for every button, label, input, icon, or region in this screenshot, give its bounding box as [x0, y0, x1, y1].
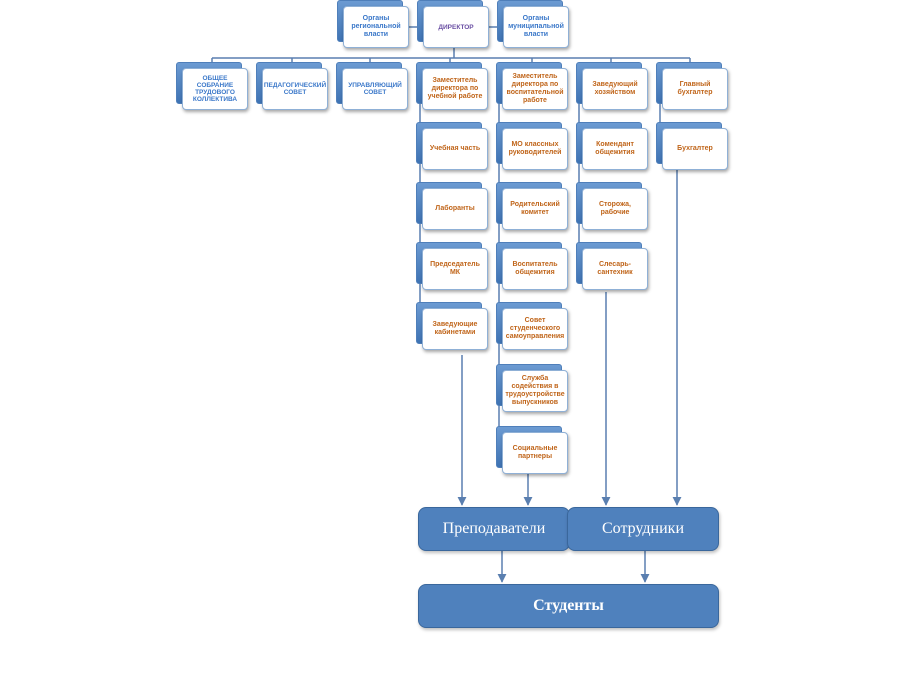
node-label: Главный бухгалтер: [662, 68, 728, 110]
node-label: Бухгалтер: [662, 128, 728, 170]
node-label: ОБЩЕЕ СОБРАНИЕ ТРУДОВОГО КОЛЛЕКТИВА: [182, 68, 248, 110]
node-label: Заместитель директора по учебной работе: [422, 68, 488, 110]
node-label: Председатель МК: [422, 248, 488, 290]
node-label: Органы региональной власти: [343, 6, 409, 48]
node-label: Лаборанты: [422, 188, 488, 230]
node-label: Заведующие кабинетами: [422, 308, 488, 350]
node-label: ПЕДАГОГИЧЕСКИЙ СОВЕТ: [262, 68, 328, 110]
group-students: Студенты: [418, 584, 719, 628]
node-label: Комендант общежития: [582, 128, 648, 170]
group-teachers: Преподаватели: [418, 507, 570, 551]
node-label: Сторожа, рабочие: [582, 188, 648, 230]
node-label: Органы муниципальной власти: [503, 6, 569, 48]
node-label: Служба содействия в трудоустройстве выпу…: [502, 370, 568, 412]
node-label: Слесарь-сантехник: [582, 248, 648, 290]
node-label: Заведующий хозяйством: [582, 68, 648, 110]
node-label: Учебная часть: [422, 128, 488, 170]
node-label: Родительский комитет: [502, 188, 568, 230]
node-label: Социальные партнеры: [502, 432, 568, 474]
node-label: УПРАВЛЯЮЩИЙ СОВЕТ: [342, 68, 408, 110]
node-label: Воспитатель общежития: [502, 248, 568, 290]
group-staff: Сотрудники: [567, 507, 719, 551]
node-label: Совет студенческого самоуправления: [502, 308, 568, 350]
node-label: ДИРЕКТОР: [423, 6, 489, 48]
node-label: Заместитель директора по воспитательной …: [502, 68, 568, 110]
node-label: МО классных руководителей: [502, 128, 568, 170]
